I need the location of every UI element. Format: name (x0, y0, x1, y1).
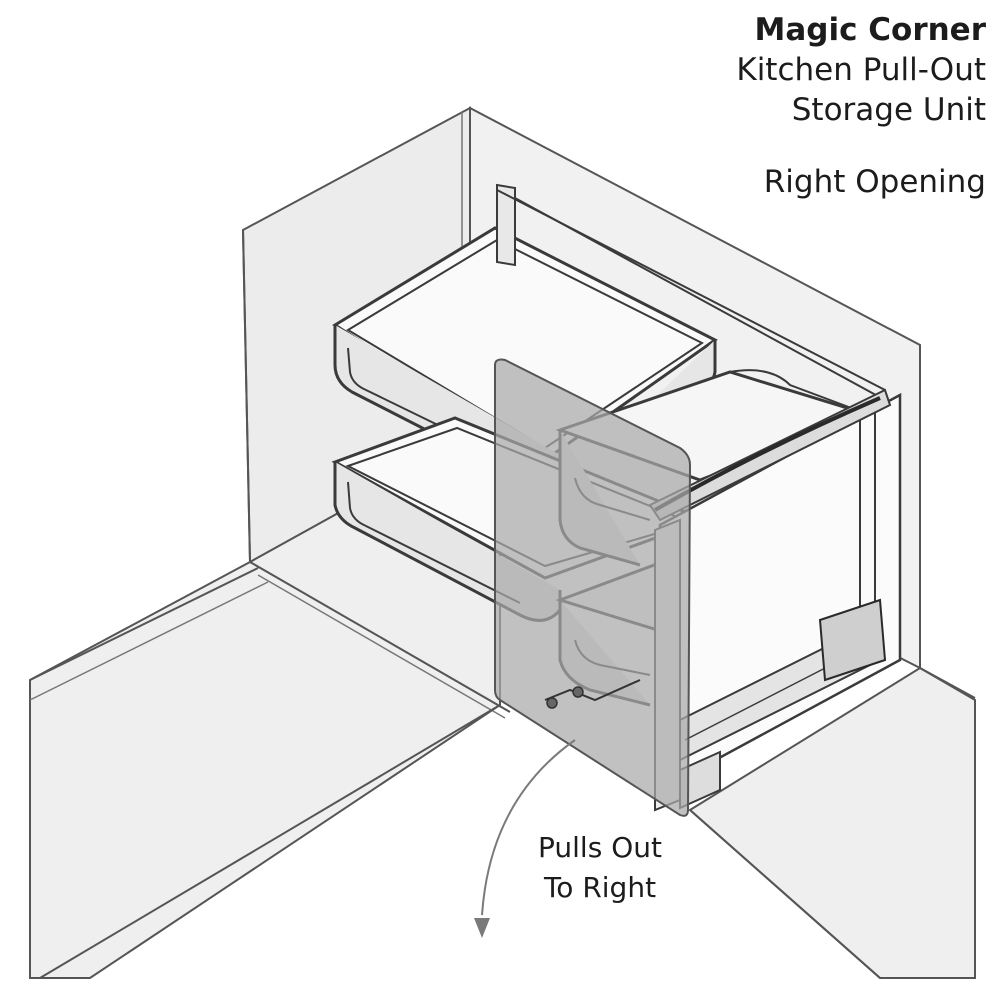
floor-edge-left-2 (29, 581, 269, 701)
floor-front-right (689, 809, 881, 979)
pull-out-label-line2: To Right (543, 871, 657, 904)
floor-edge-left (29, 567, 259, 681)
floor-edge-right (919, 667, 976, 699)
back-frame-rail (496, 183, 886, 401)
door-panel (494, 358, 692, 817)
title-block: Magic Corner Kitchen Pull-Out Storage Un… (736, 10, 986, 202)
product-name: Magic Corner (754, 12, 986, 48)
product-subtitle-line1: Kitchen Pull-Out (736, 52, 986, 88)
plinth-left-2 (257, 574, 506, 719)
floor-front-left (39, 704, 501, 979)
arrow-head-icon (474, 918, 490, 938)
plinth-left (249, 561, 511, 713)
pull-out-label: Pulls Out To Right (500, 828, 700, 908)
product-subtitle-line2: Storage Unit (791, 92, 986, 128)
pull-out-label-line1: Pulls Out (538, 831, 662, 864)
left-wall-edge (242, 229, 251, 563)
pull-direction-arrow (481, 739, 576, 916)
opening-direction: Right Opening (763, 164, 986, 200)
